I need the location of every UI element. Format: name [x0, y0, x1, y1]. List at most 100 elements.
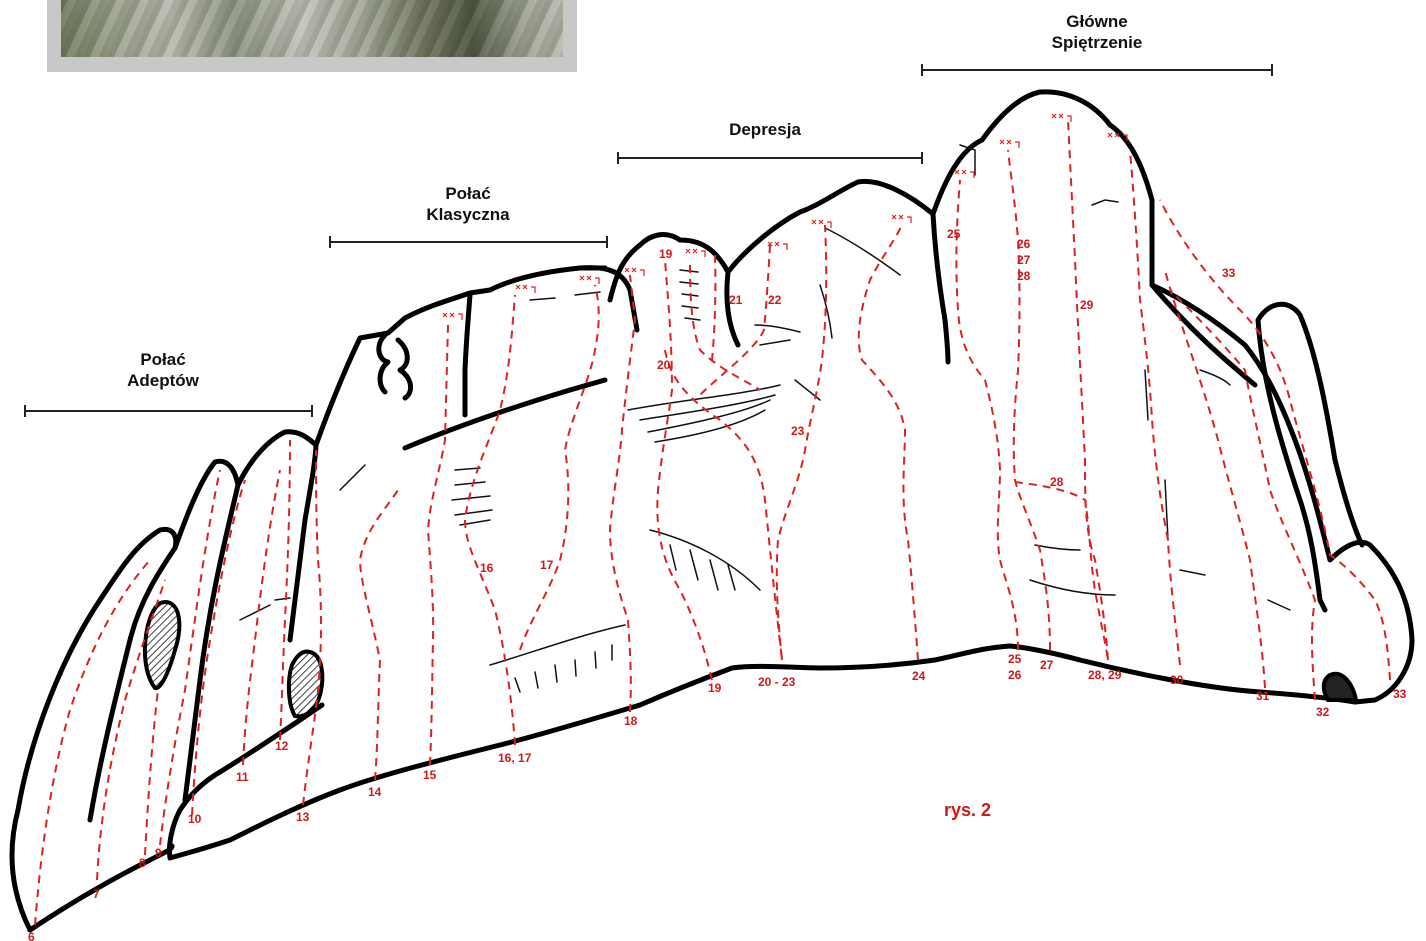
- route-23: [777, 225, 826, 660]
- route-21: [712, 255, 715, 360]
- rock-ridge-glowne-left: [933, 214, 948, 362]
- crack-glowne-2: [1030, 545, 1115, 595]
- rock-main-outline: [12, 92, 1412, 930]
- route-label: 27: [1017, 253, 1031, 267]
- route-17: [520, 285, 599, 650]
- route-24: [859, 225, 918, 660]
- sector-bar-klasyczna: [330, 236, 607, 248]
- route-19: [657, 260, 712, 680]
- route-22: [700, 245, 770, 395]
- anchor-11: [1052, 114, 1071, 122]
- anchor-10: [1000, 140, 1019, 148]
- route-label: 20 - 23: [758, 675, 796, 689]
- crack-ledge-lower: [490, 625, 625, 665]
- route-label: 8: [139, 856, 146, 870]
- route-label: 21: [729, 293, 743, 307]
- route-label: 33: [1393, 687, 1407, 701]
- crack-ticks-mid: [670, 545, 735, 590]
- rock-pinnacle-hook: [379, 335, 411, 398]
- sector-bar-adeptow: [25, 405, 312, 417]
- anchor-5: [686, 249, 705, 257]
- route-label: 26: [1017, 237, 1031, 251]
- anchor-9: [955, 170, 974, 178]
- route-label: 16: [480, 561, 494, 575]
- route-11: [243, 470, 280, 765]
- crack-short-1: [452, 468, 492, 525]
- route-label: 18: [624, 714, 638, 728]
- anchor-7: [812, 220, 831, 228]
- route-label: 7: [93, 887, 100, 901]
- route-label: 15: [423, 768, 437, 782]
- climbing-routes: [35, 120, 1390, 925]
- rock-lower-lip: [30, 846, 172, 930]
- route-label: 20: [657, 358, 671, 372]
- route-label: 23: [791, 424, 805, 438]
- route-10: [192, 480, 245, 815]
- route-label: 17: [540, 558, 554, 572]
- sector-bar-glowne: [922, 64, 1272, 76]
- route-28-branch: [1015, 482, 1108, 660]
- crack-arcs-depresja: [628, 385, 780, 442]
- route-label: 16, 17: [498, 751, 532, 765]
- hole-right: [1324, 674, 1356, 700]
- route-32: [1170, 290, 1315, 700]
- route-label: 13: [296, 810, 310, 824]
- route-label: 22: [768, 293, 782, 307]
- route-8: [145, 690, 158, 855]
- sector-bar-depresja: [618, 152, 922, 164]
- route-label: 14: [368, 785, 382, 799]
- route-25: [956, 180, 1018, 650]
- route-label: 19: [708, 681, 722, 695]
- sector-label-glowne: Główne Spiętrzenie: [1032, 11, 1162, 53]
- anchor-2: [516, 285, 535, 293]
- route-label: 24: [912, 669, 926, 683]
- anchor-4: [625, 268, 644, 276]
- route-label: 30: [1170, 673, 1184, 687]
- crack-glowne-4: [1268, 600, 1290, 610]
- route-18: [610, 275, 635, 712]
- rock-ridge-glowne-right: [1152, 285, 1255, 385]
- rock-ridge-klasyczna-2: [465, 295, 470, 415]
- rock-ridge-depresja: [727, 272, 738, 345]
- anchor-8: [892, 215, 911, 223]
- rock-texture: [240, 145, 1290, 692]
- route-label: 25: [947, 227, 961, 241]
- route-label: 25: [1008, 652, 1022, 666]
- route-30: [1130, 150, 1180, 665]
- route-label: 6: [28, 930, 35, 941]
- route-label: 9: [155, 846, 162, 860]
- route-label: 28: [1050, 475, 1064, 489]
- crack-adeptow-1: [240, 598, 290, 620]
- route-15: [428, 325, 448, 765]
- rock-pillar-right: [1258, 304, 1362, 610]
- anchor-markers: [443, 114, 1127, 320]
- figure-caption: rys. 2: [944, 800, 991, 821]
- route-label: 27: [1040, 658, 1054, 672]
- crack-glowne-3: [1145, 370, 1230, 575]
- crack-glowne-1: [1092, 200, 1118, 205]
- route-label: 19: [659, 247, 673, 261]
- route-label: 29: [1080, 298, 1094, 312]
- route-label: 26: [1008, 668, 1022, 682]
- route-label: 33: [1222, 266, 1236, 280]
- route-14: [360, 490, 398, 780]
- anchor-1: [443, 313, 462, 320]
- crack-klasyczna-top: [530, 292, 600, 300]
- rock-ridge-adeptow-3: [290, 445, 316, 640]
- route-label: 10: [188, 812, 202, 826]
- route-33: [1160, 200, 1390, 680]
- route-31: [1165, 270, 1265, 688]
- sector-label-depresja: Depresja: [700, 119, 830, 140]
- route-label: 12: [275, 739, 289, 753]
- route-label: 28, 29: [1088, 668, 1122, 682]
- route-label: 32: [1316, 705, 1330, 719]
- route-20: [665, 350, 782, 660]
- anchor-3: [580, 276, 599, 284]
- route-label: 28: [1017, 269, 1031, 283]
- hole-adeptow: [145, 602, 179, 688]
- route-26-27: [1008, 150, 1050, 650]
- rock-outline: [12, 92, 1412, 930]
- route-label: 11: [236, 770, 249, 784]
- sector-label-adeptow: Połać Adeptów: [98, 349, 228, 391]
